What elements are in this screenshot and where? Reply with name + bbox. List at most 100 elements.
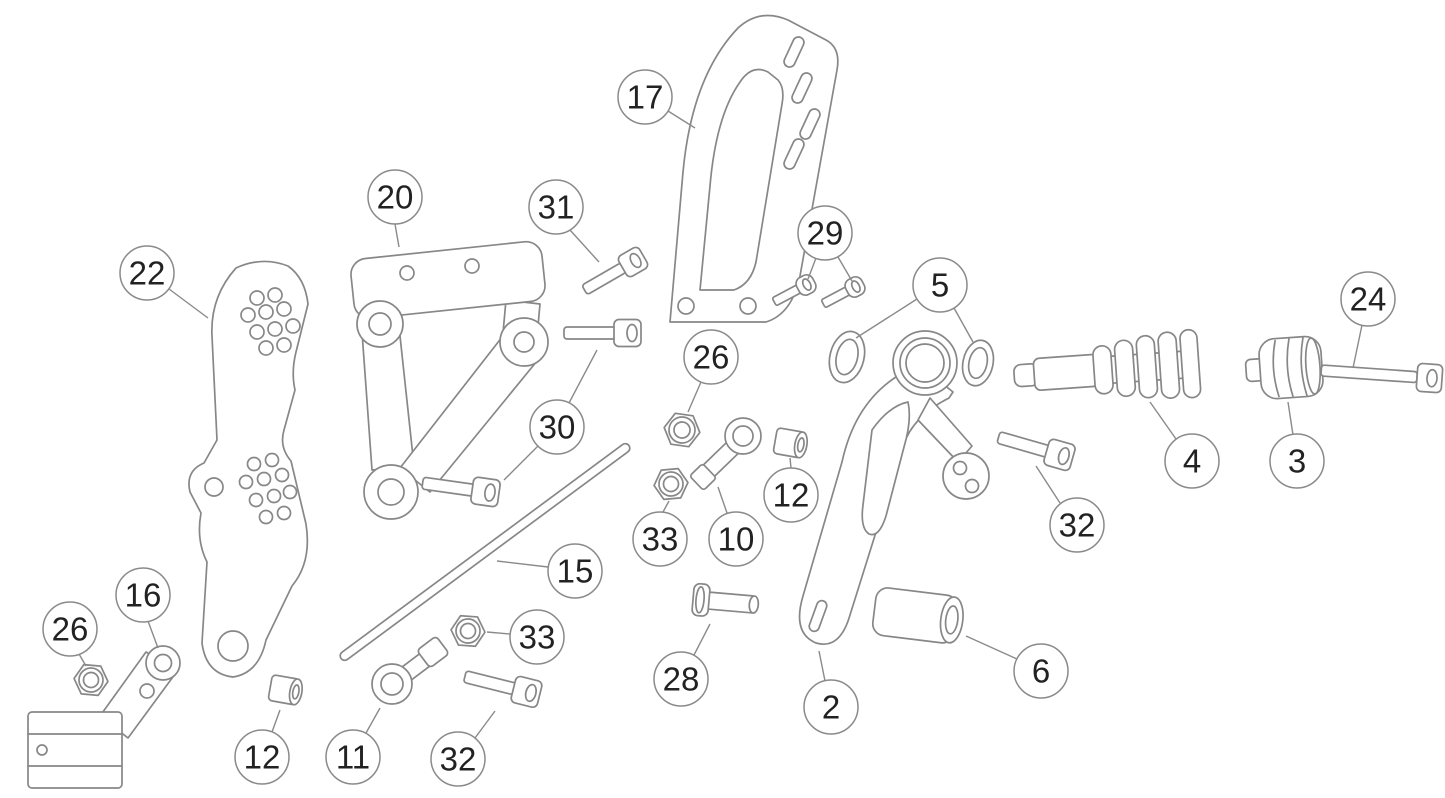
callout-circle (1340, 271, 1396, 327)
callout-label: 29 (807, 215, 844, 252)
callout-circle (763, 467, 819, 523)
bolt-32-b-drawing (463, 670, 543, 709)
leader-line (168, 288, 209, 319)
callout-label: 30 (539, 409, 576, 446)
leader-line (667, 110, 696, 129)
callout-label: 4 (1183, 443, 1201, 480)
callout-circle (1049, 497, 1105, 553)
leader-line (496, 560, 549, 568)
callout-label: 12 (773, 477, 810, 514)
part-20-bracket-arm (350, 240, 549, 520)
callout-circle (325, 729, 381, 785)
callout-label: 17 (627, 79, 664, 116)
callout-12-a: 12 (763, 457, 819, 523)
callout-24: 24 (1340, 271, 1396, 369)
callout-circle (119, 245, 175, 301)
callout-16: 16 (115, 567, 171, 649)
leader-line (687, 381, 702, 413)
callout-circle (1164, 433, 1220, 489)
spacer-12-b-drawing (267, 674, 304, 706)
callout-17: 17 (617, 69, 696, 129)
bolt-24-drawing (1320, 362, 1444, 394)
part-6-sleeve (871, 587, 964, 644)
callout-circle (234, 729, 290, 785)
callout-28: 28 (653, 623, 711, 707)
callout-circle (653, 651, 709, 707)
callout-label: 20 (377, 179, 414, 216)
callout-29: 29 (797, 205, 853, 282)
bolt-30-a-drawing (563, 318, 642, 348)
callout-circle (529, 399, 585, 455)
leader-line (965, 635, 1018, 660)
callout-circle (1269, 433, 1325, 489)
callout-12-b: 12 (234, 709, 290, 785)
leader-line (569, 229, 600, 263)
part-4-shift-rod (1013, 328, 1202, 399)
leader-line (662, 500, 670, 513)
leader-line (1149, 401, 1177, 440)
callout-circle (803, 679, 859, 735)
callout-label: 6 (1032, 653, 1050, 690)
part-22-mounting-plate (188, 260, 309, 678)
parts-layer (27, 14, 1444, 789)
callout-circle (632, 511, 688, 567)
leader-line (394, 223, 400, 248)
bolt-30-b-drawing (421, 476, 501, 508)
leader-line (568, 349, 598, 404)
callout-circle (509, 609, 565, 665)
callout-circle (528, 179, 584, 235)
callout-31: 31 (528, 179, 600, 263)
leader-line (818, 650, 826, 682)
callout-label: 26 (52, 611, 89, 648)
callout-label: 32 (440, 741, 477, 778)
callout-33-a: 33 (632, 500, 688, 567)
part-3-end-cap (1244, 335, 1324, 400)
callout-33-b: 33 (486, 609, 565, 665)
nut-26-b-drawing (73, 663, 109, 697)
callout-label: 16 (125, 577, 162, 614)
callout-label: 26 (693, 339, 730, 376)
callout-4: 4 (1149, 401, 1220, 489)
callout-circle (1013, 643, 1069, 699)
callout-label: 31 (538, 189, 575, 226)
callout-3: 3 (1269, 401, 1325, 489)
leader-line (503, 445, 539, 481)
leader-line (837, 256, 853, 282)
callout-circle (617, 69, 673, 125)
callout-20: 20 (367, 169, 423, 248)
callout-11: 11 (325, 707, 381, 785)
callout-26-b: 26 (42, 601, 98, 667)
nut-33-b-drawing (450, 614, 486, 648)
part-5-washer-a (828, 330, 866, 384)
part-16-bracket (27, 645, 181, 789)
callout-label: 33 (642, 521, 679, 558)
leader-line (789, 457, 792, 469)
callout-circle (912, 257, 968, 313)
callout-22: 22 (119, 245, 209, 319)
leader-line (78, 653, 87, 667)
callout-circle (547, 543, 603, 599)
callout-circle (115, 567, 171, 623)
part-11-rod-end (371, 636, 449, 705)
callout-5: 5 (855, 257, 974, 343)
part-10-rod-end (689, 417, 762, 491)
part-17-heel-guard (669, 14, 839, 323)
leader-line (807, 257, 817, 280)
callout-26-a: 26 (683, 329, 739, 413)
bolt-31-drawing (582, 246, 649, 295)
callout-circle (797, 205, 853, 261)
nut-26-a-drawing (663, 412, 701, 448)
leader-line (1035, 465, 1061, 504)
callout-circle (42, 601, 98, 657)
leader-line (365, 707, 381, 734)
callout-2: 2 (803, 650, 859, 735)
callout-32-a: 32 (1035, 465, 1105, 553)
part-2-lever-arm (798, 330, 990, 645)
leader-line (1287, 401, 1294, 436)
leader-line (693, 623, 711, 656)
callout-label: 15 (557, 553, 594, 590)
leader-line (486, 631, 511, 635)
callout-label: 24 (1350, 281, 1387, 318)
